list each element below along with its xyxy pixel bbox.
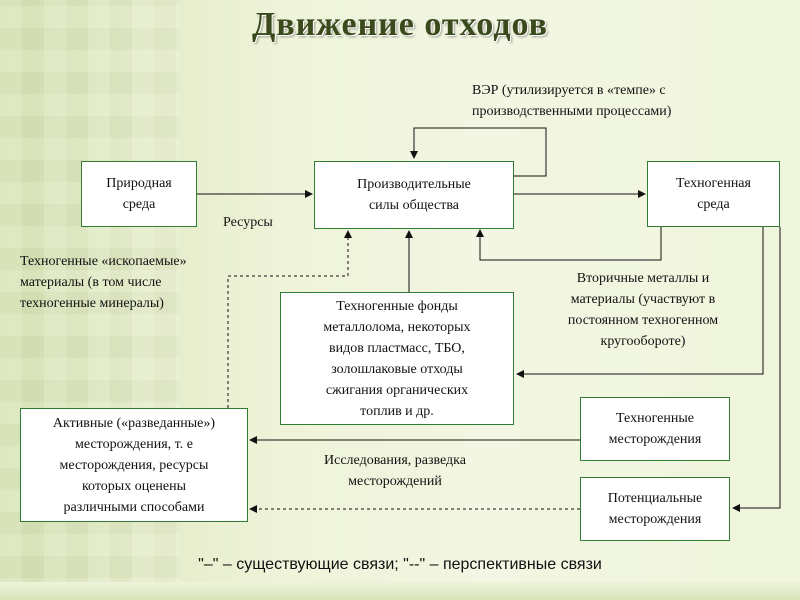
arrow-ver-loop [410,127,547,177]
arrow-environment-to-potential [732,227,781,512]
box-active-deposits: Активные («разведанные») месторождения, … [20,408,248,522]
legend: "–" – существующие связи; "--" – перспек… [198,556,602,573]
box-technogenic-environment: Техногенная среда [647,161,780,227]
box-productive-forces: Производительные силы общества [314,161,514,229]
label-research: Исследования, разведка месторождений [324,453,466,489]
label-resources: Ресурсы [223,215,273,230]
box-technogenic-deposits: Техногенные месторождения [580,397,730,461]
label-ver: ВЭР (утилизируется в «темпе» с производс… [472,83,672,119]
bottom-band [0,582,800,600]
box-potential-deposits: Потенциальные месторождения [580,477,730,541]
arrow-environment-to-funds [516,227,764,378]
dashed-active-to-production [227,230,352,408]
page-title: Движение отходов [251,6,549,43]
arrow-secondary-return [476,227,662,261]
label-technogenic-fossil: Техногенные «ископаемые» материалы (в то… [20,254,187,311]
box-technogenic-funds: Техногенные фонды металлолома, некоторых… [280,292,514,425]
box-natural-environment: Природная среда [81,161,197,227]
label-secondary-metals: Вторичные металлы и материалы (участвуют… [567,271,719,349]
